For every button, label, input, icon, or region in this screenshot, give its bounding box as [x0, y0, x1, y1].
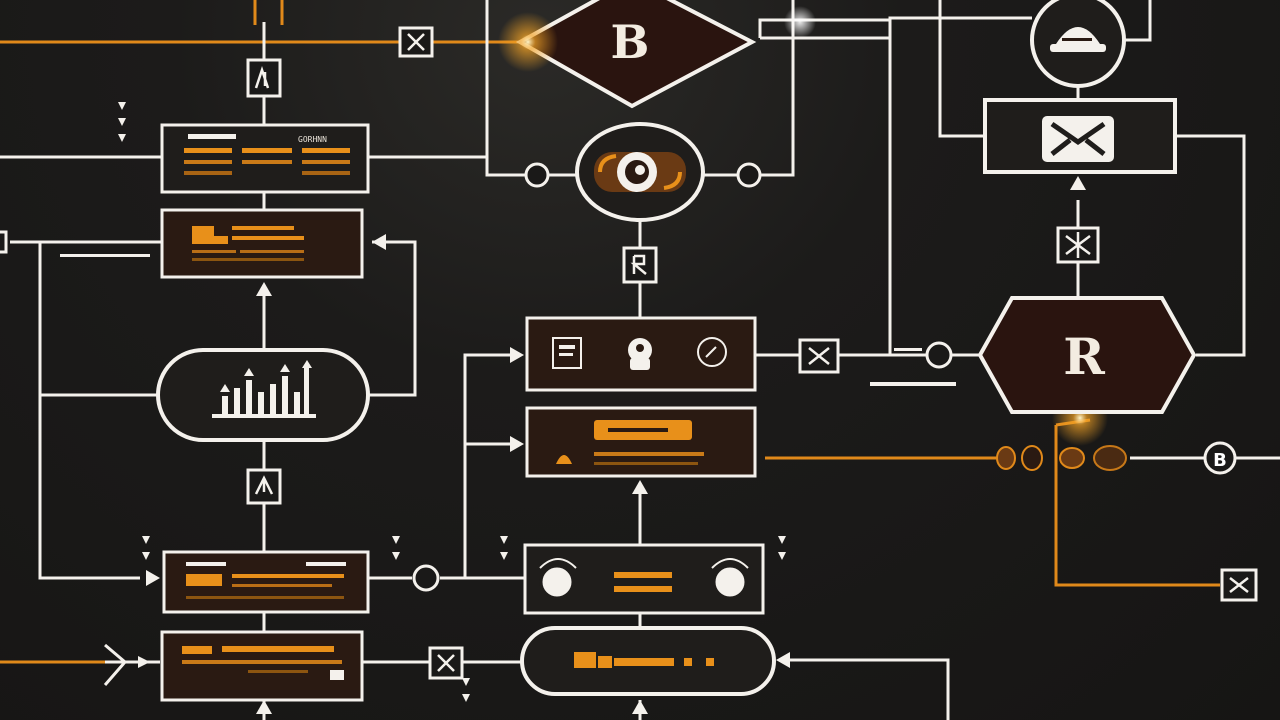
hexagon-letter: R	[1063, 327, 1105, 386]
envelope-icon	[1042, 116, 1114, 162]
junction-box[interactable]	[398, 26, 434, 58]
hexagon-r[interactable]: R	[977, 296, 1197, 414]
process-box-left[interactable]	[160, 208, 364, 279]
far-right-circle[interactable]	[1203, 441, 1237, 475]
caption-bar	[60, 254, 150, 257]
glow-flare	[784, 6, 816, 38]
process-box-bottom-left-2[interactable]	[160, 630, 364, 702]
tick-marks	[118, 102, 786, 702]
bars-chart-icon	[212, 360, 316, 418]
junction-box[interactable]	[1056, 226, 1100, 264]
bead-cluster	[996, 445, 1127, 471]
arrowheads	[138, 176, 1086, 714]
hat-icon	[1050, 27, 1106, 52]
process-box-bottom-left[interactable]	[162, 550, 370, 614]
camera-icon	[628, 338, 652, 370]
caption-bar	[894, 348, 922, 351]
decision-diamond-b[interactable]: B	[515, 0, 757, 109]
bottom-terminator[interactable]	[520, 626, 776, 696]
junction-box[interactable]	[798, 338, 840, 374]
toggle-box[interactable]	[523, 543, 765, 615]
process-box-center[interactable]	[525, 316, 757, 392]
orange-connectors	[0, 0, 1220, 664]
box-header-label: GORHNN	[298, 135, 327, 144]
far-right-circle-letter: B	[1213, 450, 1227, 471]
junction-box[interactable]	[428, 646, 464, 680]
process-box-center-2[interactable]	[525, 406, 757, 478]
diamond-letter: B	[611, 15, 650, 69]
toggle-icon	[539, 564, 575, 600]
junction-box[interactable]	[246, 58, 282, 98]
hat-node[interactable]	[1030, 0, 1126, 88]
junction-box[interactable]	[1220, 568, 1258, 602]
chart-terminator[interactable]	[156, 348, 370, 442]
edge-node	[0, 230, 8, 254]
junction-box[interactable]	[246, 468, 282, 505]
circle-connector[interactable]	[412, 162, 953, 592]
message-box[interactable]	[983, 98, 1177, 174]
caption-bar	[870, 382, 956, 386]
process-box-top-left[interactable]: GORHNN	[160, 123, 370, 194]
junction-box[interactable]	[622, 246, 658, 284]
glow-flare	[498, 12, 558, 72]
center-node-oval[interactable]	[575, 122, 705, 222]
